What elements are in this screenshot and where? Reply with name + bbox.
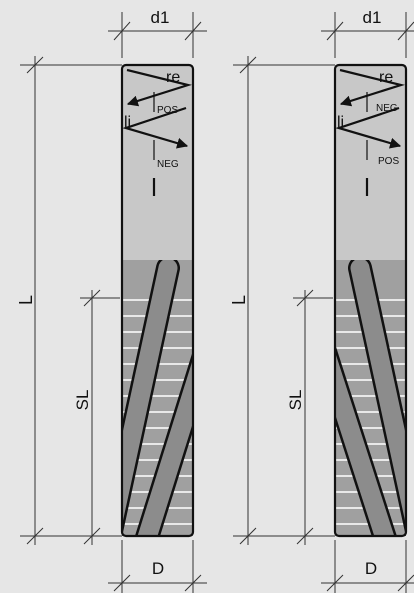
neg-label: NEG (157, 159, 179, 170)
pos-label: POS (157, 105, 178, 116)
d1-dimension: d1 (108, 8, 207, 58)
D-dimension: D (108, 540, 207, 593)
li-label: li (337, 114, 344, 131)
pos-label: POS (378, 156, 399, 167)
li-label: li (124, 114, 131, 131)
L-label: L (16, 295, 36, 305)
re-label: re (166, 69, 180, 86)
neg-label: NEG (376, 103, 398, 114)
D-dimension: D (321, 540, 414, 593)
d1-dimension: d1 (321, 8, 414, 58)
re-label: re (379, 69, 393, 86)
flutes (122, 260, 193, 536)
L-dimension: L (16, 56, 122, 545)
L-dimension: L (229, 56, 335, 545)
rotation-arrows: re POS li NEG (122, 68, 193, 196)
rotation-arrows: re NEG li POS (335, 68, 406, 196)
SL-dimension: SL (286, 289, 333, 545)
SL-label: SL (73, 390, 92, 411)
D-label: D (152, 559, 164, 578)
tool-outline (333, 63, 408, 538)
D-label: D (365, 559, 377, 578)
tool-outline (120, 63, 195, 538)
SL-label: SL (286, 390, 305, 411)
right-cutter: d1 (229, 8, 414, 593)
left-cutter: d1 (16, 8, 207, 593)
SL-dimension: SL (73, 289, 120, 545)
flutes (335, 260, 406, 536)
L-label: L (229, 295, 249, 305)
d1-label: d1 (363, 8, 382, 27)
d1-label: d1 (151, 8, 170, 27)
